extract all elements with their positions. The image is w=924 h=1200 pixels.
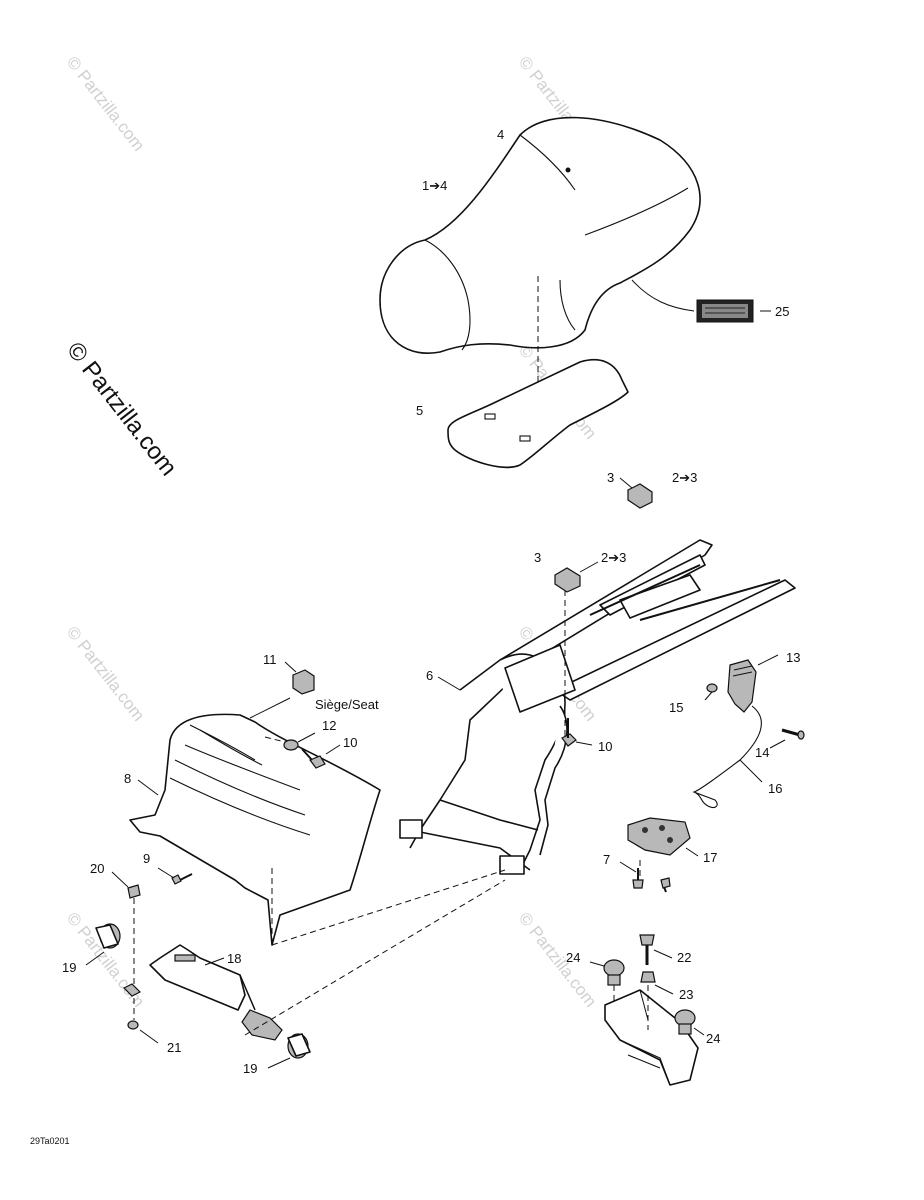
callout-10-right: 10: [598, 739, 612, 754]
callout-7: 7: [603, 852, 610, 867]
seat-base: [447, 358, 629, 469]
callout-21: 21: [167, 1040, 181, 1055]
callout-18: 18: [227, 951, 241, 966]
plate-17: [627, 817, 699, 880]
bolt-20: [111, 871, 141, 1020]
lower-block: [604, 989, 699, 1086]
callout-24-left: 24: [566, 950, 580, 965]
callout-4: 4: [497, 127, 504, 142]
reference-code: 29Ta0201: [30, 1136, 70, 1146]
watermark-main: © Partzilla.com: [61, 337, 182, 481]
callout-24-right: 24: [706, 1031, 720, 1046]
callout-3-lower: 3: [534, 550, 541, 565]
bolt-9: [157, 867, 193, 885]
callout-14: 14: [755, 745, 769, 760]
callout-1-4: 1➔4: [422, 178, 447, 193]
bumper-lower: [554, 561, 599, 593]
callout-12: 12: [322, 718, 336, 733]
rear-cover: [129, 713, 506, 946]
bushing-19-left: [85, 923, 121, 966]
bracket-11: [249, 661, 315, 719]
callout-16: 16: [768, 781, 782, 796]
washer-12: [264, 732, 316, 751]
callout-11: 11: [263, 652, 277, 667]
callout-13: 13: [786, 650, 800, 665]
nut-23: [640, 971, 674, 1030]
seat-note-label: Siège/Seat: [315, 697, 379, 712]
watermark-1: © Partzilla.com: [63, 53, 149, 155]
callout-8: 8: [124, 771, 131, 786]
callout-3-upper: 3: [607, 470, 614, 485]
latch-13: [727, 654, 779, 713]
bumper-24-right: [674, 1009, 705, 1036]
pin-14: [769, 728, 805, 749]
seat-frame: [399, 539, 796, 875]
bushing-19-right: [267, 1033, 311, 1069]
decal-label: [631, 279, 771, 323]
watermark-4: © Partzilla.com: [63, 623, 149, 725]
watermark-7: © Partzilla.com: [515, 909, 601, 1011]
callout-2-3-upper: 2➔3: [672, 470, 697, 485]
bumper-24-left: [589, 959, 625, 1005]
callout-5: 5: [416, 403, 423, 418]
bolts-7: [619, 861, 671, 893]
cable-16: [692, 705, 763, 808]
callout-15: 15: [669, 700, 683, 715]
seat-cushion: [379, 116, 701, 405]
bumper-upper: [564, 477, 653, 745]
nut-21: [122, 983, 159, 1044]
callout-22: 22: [677, 950, 691, 965]
callout-10-left: 10: [343, 735, 357, 750]
bolt-22: [639, 934, 673, 965]
callout-17: 17: [703, 850, 717, 865]
callout-19-left: 19: [62, 960, 76, 975]
callout-6: 6: [426, 668, 433, 683]
callout-25: 25: [775, 304, 789, 319]
washer-15: [704, 683, 718, 701]
bolt-10-left: [301, 744, 341, 769]
slide-rail-18: [149, 879, 506, 1041]
callout-23: 23: [679, 987, 693, 1002]
callout-9: 9: [143, 851, 150, 866]
bolt-10-right: [561, 718, 593, 747]
callout-19-right: 19: [243, 1061, 257, 1076]
callout-labels: 4 1➔4 25 5 3 2➔3 3 2➔3 11 Siège/Seat 12 …: [62, 127, 800, 1076]
callout-2-3-lower: 2➔3: [601, 550, 626, 565]
callout-20: 20: [90, 861, 104, 876]
